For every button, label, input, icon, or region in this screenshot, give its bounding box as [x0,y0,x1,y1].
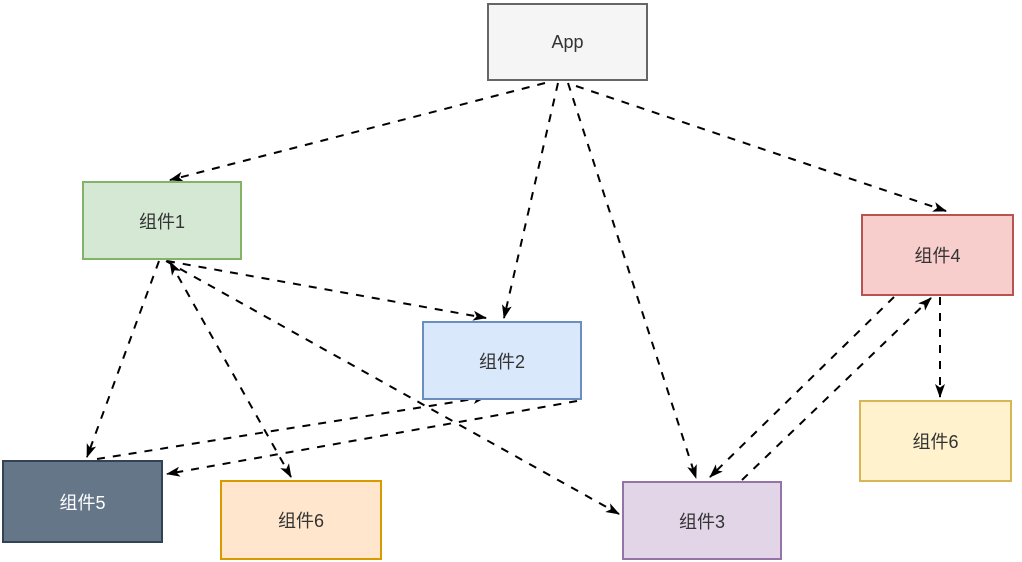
node-label: 组件4 [914,246,961,266]
node-component-6-yellow: 组件6 [859,400,1012,482]
node-label: 组件6 [277,511,324,531]
node-component-6-orange: 组件6 [220,480,382,560]
edge-c5-c2 [96,394,487,460]
node-label: 组件6 [912,432,959,452]
edge-c4-c3 [709,296,895,478]
node-app: App [487,3,648,81]
edge-c1-c2 [166,260,487,321]
edge-app-c1 [169,82,546,182]
node-label: 组件5 [59,492,106,513]
edge-app-c3 [567,82,697,479]
node-label: App [551,31,584,52]
edge-c1-c5 [86,260,160,458]
node-component-2: 组件2 [422,321,582,400]
node-label: 组件3 [678,511,725,532]
node-component-5: 组件5 [2,460,163,543]
edge-app-c4 [575,85,947,212]
edge-c3-c4 [741,297,932,481]
edge-app-c2 [502,82,559,319]
edge-c1-c6o [169,261,292,478]
node-label: 组件2 [478,351,525,372]
node-component-3: 组件3 [622,481,782,560]
edge-c2-c5 [166,400,578,477]
node-label: 组件1 [138,211,185,232]
node-component-4: 组件4 [861,214,1014,296]
node-component-1: 组件1 [82,181,242,260]
